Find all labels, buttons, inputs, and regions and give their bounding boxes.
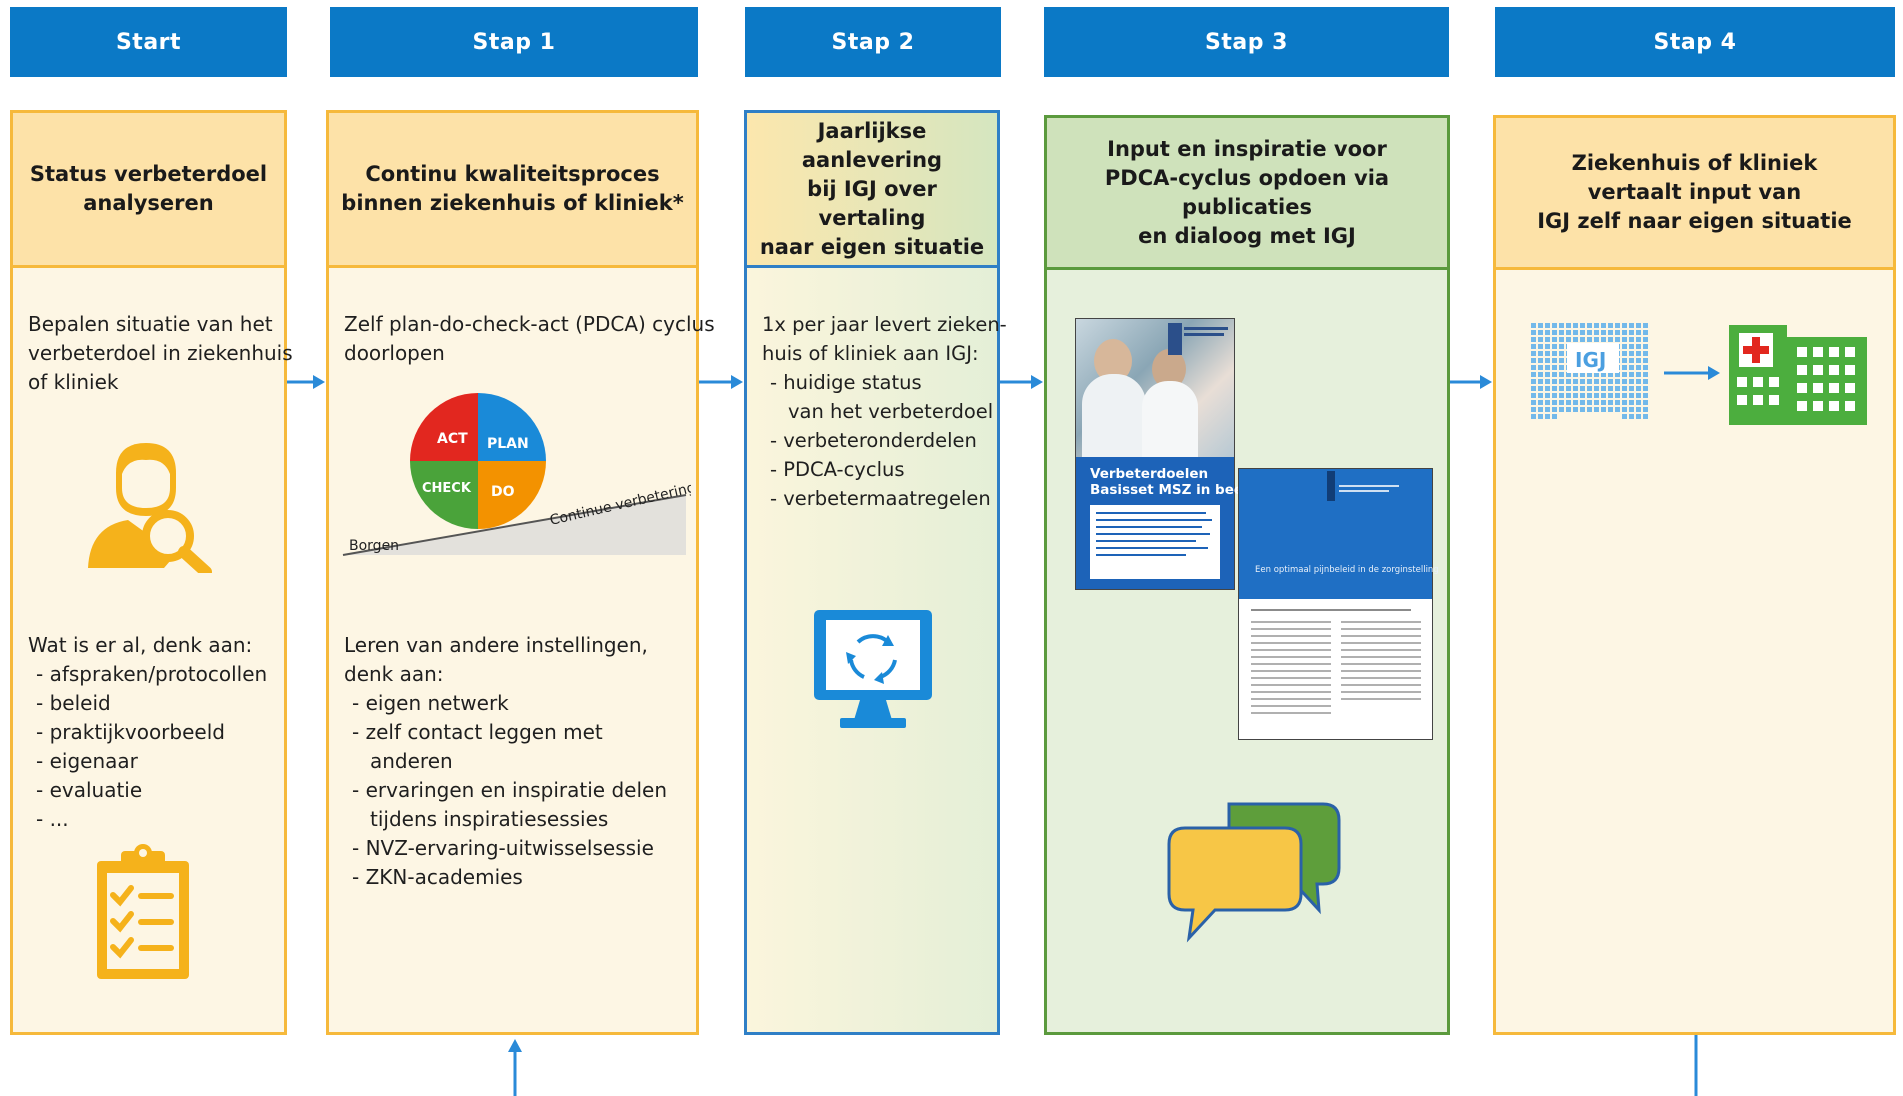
list-item: - praktijkvoorbeeld [36, 720, 225, 744]
list-item: - ervaringen en inspiratie delen [352, 778, 668, 802]
pdca-check-slice [410, 461, 478, 529]
pdca-act-label: ACT [437, 431, 468, 447]
list-item: - NVZ-ervaring-uitwisselsessie [352, 836, 654, 860]
monitor-refresh-icon [814, 610, 932, 728]
intro-text: Bepalen situatie van het verbeterdoel in… [28, 310, 293, 397]
title-line: Continu kwaliteitsproces [365, 162, 660, 186]
clipboard-checklist-icon [97, 844, 189, 979]
title-line: vertaalt input van [1587, 180, 1802, 204]
list-block: Wat is er al, denk aan: - afspraken/prot… [28, 631, 267, 834]
arrow-stap2-to-stap3 [1000, 375, 1043, 389]
header-stap-4: Stap 4 [1495, 7, 1895, 77]
header-stap-2: Stap 2 [745, 7, 1001, 77]
publication-title: Verbeterdoelen Basisset MSZ in beeld [1090, 466, 1258, 498]
text-line: 1x per jaar levert zieken- [762, 313, 1007, 336]
list-item: - eigen netwerk [352, 691, 509, 715]
pdca-plan-slice [478, 393, 546, 461]
pdca-plan-label: PLAN [487, 436, 529, 452]
column-title: Continu kwaliteitsproces binnen ziekenhui… [329, 113, 696, 268]
column-title: Status verbeterdoel analyseren [13, 113, 284, 268]
list-intro: Leren van andere instellingen, [344, 633, 648, 657]
hospital-icon [1729, 325, 1867, 425]
pdca-cycle-diagram: Borgen Continue verbetering ACT PLAN CHE… [342, 393, 691, 556]
publication-text-lines [1096, 512, 1214, 561]
title-line: naar eigen situatie [759, 234, 985, 259]
title-line: en dialoog met IGJ [1138, 223, 1356, 248]
arrow-stap1-to-stap2 [699, 375, 743, 389]
publication-cover: Verbeterdoelen Basisset MSZ in beeld [1075, 318, 1257, 590]
arrow-stap3-to-stap4 [1450, 375, 1492, 389]
igj-building-icon: IGJ [1531, 323, 1648, 419]
list-item: - ZKN-academies [352, 865, 523, 889]
list-item: - evaluatie [36, 778, 143, 802]
list-item: - PDCA-cyclus [770, 458, 905, 481]
header-start: Start [10, 7, 287, 77]
list-intro: denk aan: [344, 662, 444, 686]
text-line: of kliniek [28, 370, 119, 394]
speech-bubbles-icon [1167, 802, 1341, 943]
intro-text: 1x per jaar levert zieken- huis of klini… [762, 310, 1007, 513]
list-item: - eigenaar [36, 749, 138, 773]
title-line: Status verbeterdoel [29, 162, 268, 186]
arrow-start-to-stap1 [287, 375, 325, 389]
title-line: Ziekenhuis of kliniek [1571, 151, 1818, 175]
text-line: Zelf plan-do-check-act (PDCA) cyclus [344, 312, 715, 336]
publication-cover: Een optimaal pijnbeleid in de zorginstel… [1238, 468, 1439, 740]
arrow-up-to-stap1 [508, 1039, 522, 1096]
list-item: - ... [36, 807, 69, 831]
cover-photo [1076, 319, 1234, 457]
title-line: analyseren [83, 191, 214, 215]
pdca-check-label: CHECK [422, 481, 472, 496]
text-line: huis of kliniek aan IGJ: [762, 342, 979, 365]
list-item: - zelf contact leggen met [352, 720, 603, 744]
pdca-do-label: DO [491, 484, 515, 500]
pdca-act-slice [410, 393, 478, 461]
text-line: doorlopen [344, 341, 445, 365]
list-item-continued: tijdens inspiratiesessies [370, 807, 609, 831]
title-line: Input en inspiratie voor [1107, 136, 1387, 161]
text-line: Bepalen situatie van het [28, 312, 273, 336]
list-item: - huidige status [770, 371, 922, 394]
list-item-continued: van het verbeterdoel [788, 400, 994, 423]
list-item-continued: anderen [370, 749, 453, 773]
list-item: - verbetermaatregelen [770, 487, 991, 510]
user-search-icon [88, 443, 212, 573]
publication-text-lines [1251, 609, 1421, 719]
column-start: Status verbeterdoel analyseren Bepalen si… [10, 110, 293, 1035]
list-item: - afspraken/protocollen [36, 662, 268, 686]
list-intro: Wat is er al, denk aan: [28, 633, 253, 657]
header-stap-1: Stap 1 [330, 7, 698, 77]
pdca-do-slice [478, 461, 546, 529]
line-down-from-stap4 [1694, 1035, 1698, 1096]
title-line: PDCA-cyclus opdoen via publicaties [1104, 165, 1390, 219]
publication-title: Een optimaal pijnbeleid in de zorginstel… [1255, 565, 1439, 575]
ramp-bottom-label: Borgen [349, 538, 399, 554]
text-line: verbeterdoel in ziekenhuis [28, 341, 293, 365]
title-line: binnen ziekenhuis of kliniek* [341, 191, 684, 215]
list-item: - verbeteronderdelen [770, 429, 977, 452]
list-item: - beleid [36, 691, 111, 715]
title-line: IGJ zelf naar eigen situatie [1537, 209, 1852, 233]
title-line: Jaarlijkse aanlevering [801, 118, 943, 172]
column-stap-1: Continu kwaliteitsproces binnen ziekenhui… [326, 110, 715, 1035]
translate-arrow [1664, 366, 1720, 380]
igj-label: IGJ [1575, 348, 1606, 372]
list-block: Leren van andere instellingen, denk aan:… [344, 631, 667, 892]
title-line: bij IGJ over vertaling [807, 176, 937, 230]
header-stap-3: Stap 3 [1044, 7, 1449, 77]
intro-text: Zelf plan-do-check-act (PDCA) cyclus doo… [344, 310, 715, 368]
